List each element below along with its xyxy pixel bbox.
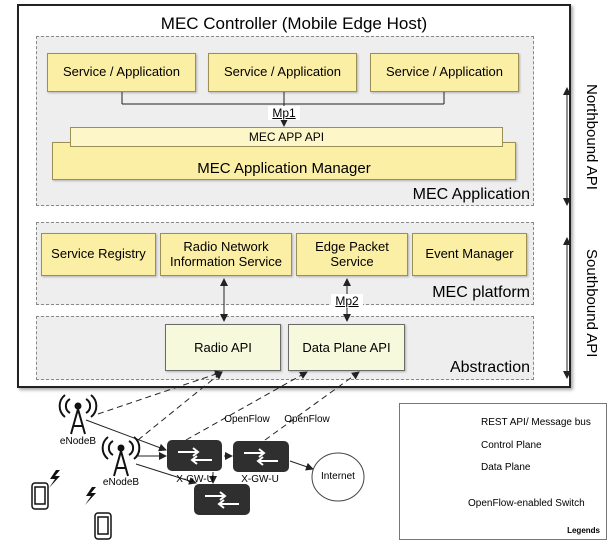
controller-title: MEC Controller (Mobile Edge Host) <box>160 14 428 33</box>
openflow-label-1: OpenFlow <box>224 414 270 425</box>
control-plane-links <box>97 370 360 441</box>
mp1-label: Mp1 <box>268 106 300 120</box>
legend-title: Legends <box>567 526 600 535</box>
openflow-switch-3 <box>194 484 250 515</box>
legend-data-label: Data Plane <box>481 462 531 473</box>
rnis-line2: Information Service <box>170 253 282 269</box>
service-application-box-3: Service / Application <box>370 53 519 92</box>
legend-box: REST API/ Message bus Control Plane Data… <box>399 403 607 540</box>
mobile-phone-icon-1 <box>31 482 49 510</box>
eps-line2: Service <box>330 253 374 269</box>
enodeb-label-2: eNodeB <box>102 477 140 488</box>
service-application-box-2: Service / Application <box>208 53 357 92</box>
southbound-api-label: Southbound API <box>583 249 600 358</box>
event-manager-box: Event Manager <box>412 233 527 276</box>
data-plane-api-box: Data Plane API <box>288 324 405 371</box>
signal-bolt-icon-2 <box>85 487 96 505</box>
openflow-switch-1 <box>167 440 222 471</box>
enodeb-antenna-icon-2 <box>101 436 141 477</box>
enodeb-label-1: eNodeB <box>59 436 97 447</box>
data-plane-links <box>85 419 314 485</box>
legend-rest-label: REST API/ Message bus <box>481 417 591 428</box>
eps-line1: Edge Packet <box>315 238 389 254</box>
openflow-switch-2 <box>233 441 289 472</box>
openflow-label-2: OpenFlow <box>284 414 330 425</box>
mobile-phone-icon-2 <box>94 512 112 540</box>
internet-cloud <box>311 452 365 502</box>
signal-bolt-icon-1 <box>49 470 60 488</box>
internet-label: Internet <box>321 471 355 482</box>
enodeb-antenna-icon-1 <box>58 394 98 435</box>
mec-app-api: MEC APP API <box>70 127 503 147</box>
mp2-label: Mp2 <box>331 294 363 308</box>
abstraction-label: Abstraction <box>449 359 530 376</box>
abstraction-section <box>36 316 534 380</box>
mec-platform-label: MEC platform <box>432 284 530 301</box>
radio-api-box: Radio API <box>165 324 281 371</box>
mec-application-manager: MEC Application Manager <box>52 142 516 180</box>
rnis-line1: Radio Network <box>183 238 269 254</box>
xgwu-label-1: X-GW-U <box>176 474 214 485</box>
legend-switch-label: OpenFlow-enabled Switch <box>468 498 585 509</box>
service-registry-box: Service Registry <box>41 233 156 276</box>
service-application-box-1: Service / Application <box>47 53 196 92</box>
legend-control-label: Control Plane <box>481 440 542 451</box>
mec-application-label: MEC Application <box>412 186 530 203</box>
northbound-api-label: Northbound API <box>583 84 600 190</box>
edge-packet-service-box: Edge Packet Service <box>296 233 408 276</box>
radio-network-information-service-box: Radio Network Information Service <box>160 233 292 276</box>
xgwu-label-2: X-GW-U <box>241 474 279 485</box>
